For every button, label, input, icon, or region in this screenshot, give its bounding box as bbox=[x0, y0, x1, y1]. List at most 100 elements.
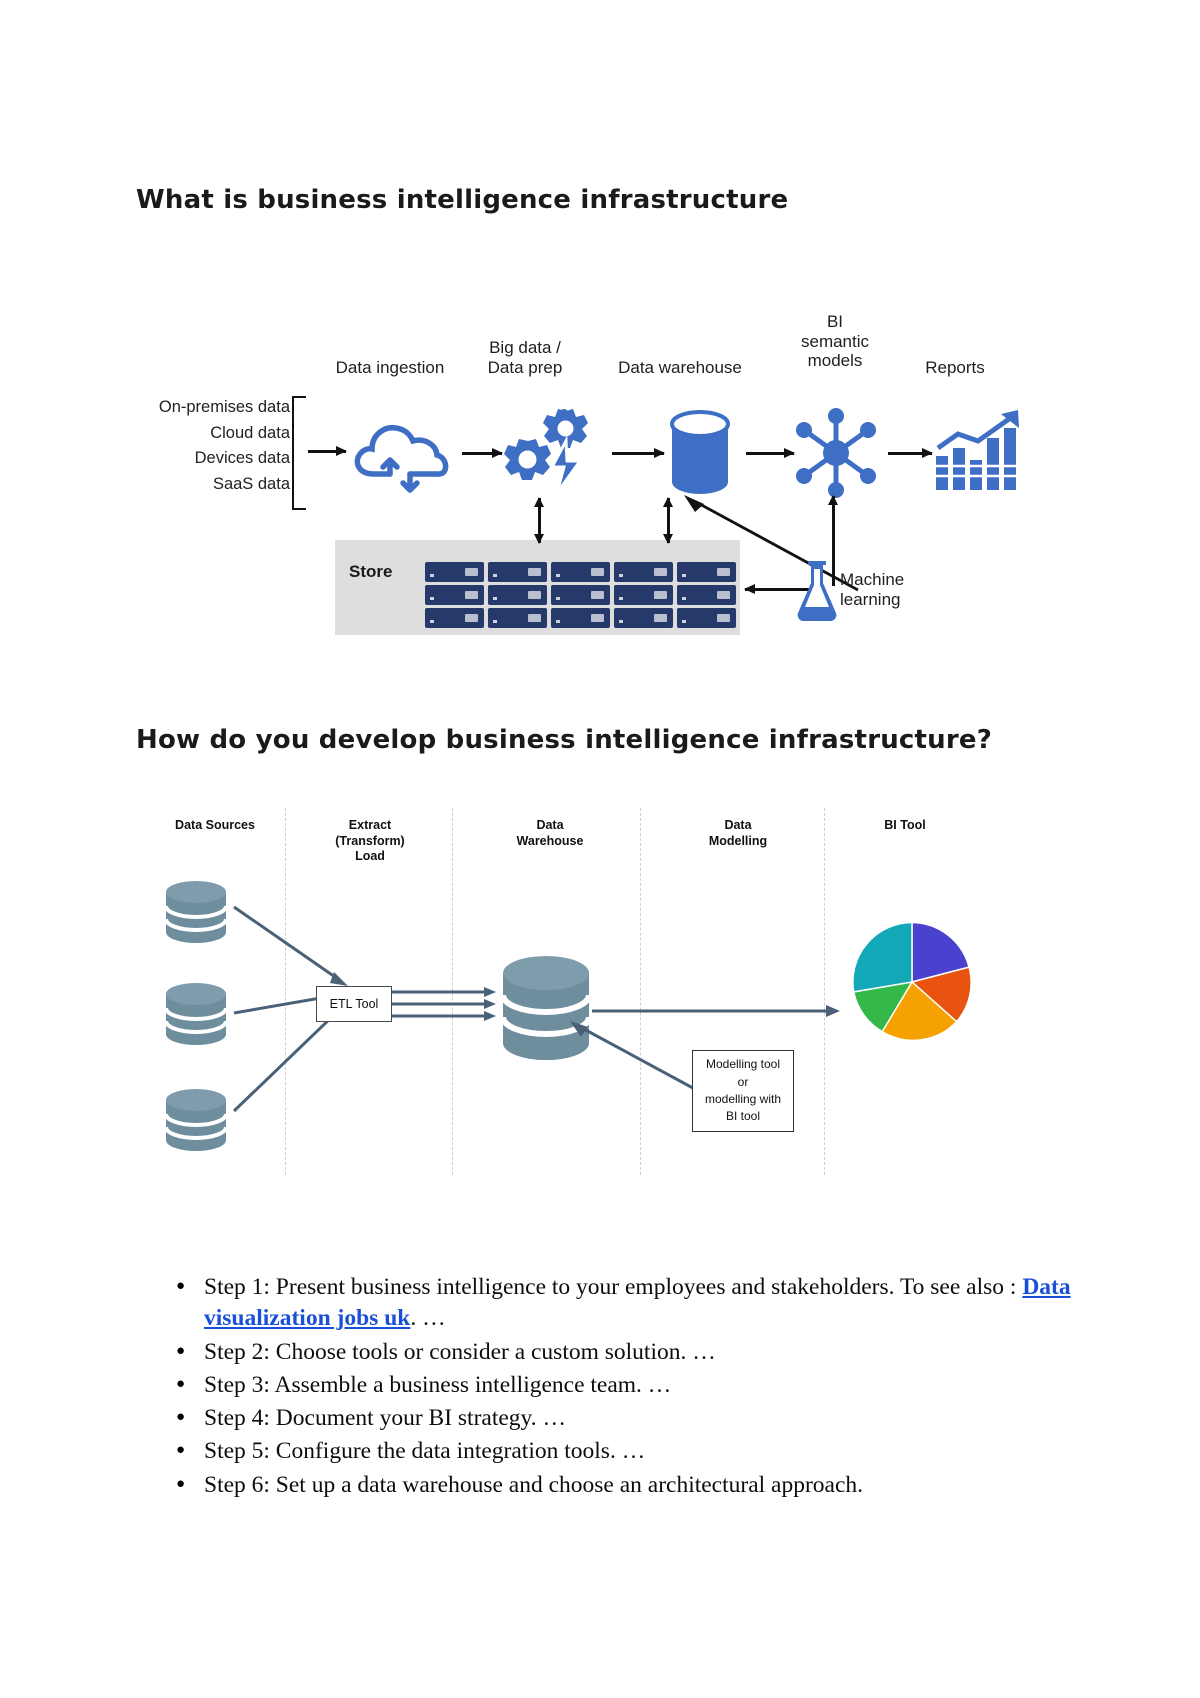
diagram2-col2-line1: Extract bbox=[348, 818, 392, 832]
gears-lightning-icon bbox=[504, 409, 588, 494]
modelling-box-line1: Modelling tool bbox=[705, 1057, 781, 1072]
list-item: Step 5: Configure the data integration t… bbox=[176, 1436, 1084, 1467]
diagram1-store-container: Store bbox=[335, 540, 740, 635]
diagram2-column-header-extract-transform-load: Extract (Transform) Load bbox=[305, 818, 435, 865]
diagram1-source-devices: Devices data bbox=[194, 449, 290, 468]
list-item: Step 4: Document your BI strategy. … bbox=[176, 1403, 1084, 1434]
diagram2-divider-1 bbox=[285, 808, 286, 1175]
diagram1-store-label: Store bbox=[349, 562, 393, 581]
modelling-box-line3: modelling with bbox=[704, 1092, 782, 1106]
steps-bullet-list: Step 1: Present business intelligence to… bbox=[170, 1272, 1084, 1503]
diagram1-source-cloud: Cloud data bbox=[210, 423, 290, 442]
diagram2-divider-3 bbox=[640, 808, 641, 1175]
data-warehouse-cylinder bbox=[500, 956, 592, 1060]
semantic-model-network-icon bbox=[796, 408, 876, 498]
diagram2-col4-line1: Data bbox=[724, 818, 752, 832]
data-visualization-jobs-uk-link[interactable]: Data visualization jobs uk bbox=[204, 1274, 1071, 1332]
server-unit bbox=[425, 585, 484, 605]
diagram2-divider-4 bbox=[824, 808, 825, 1175]
diagram1-label-big-data-line1: Big data / bbox=[489, 338, 561, 357]
diagram1-label-bi-semantic-models: BI semantic models bbox=[770, 312, 900, 371]
diagram1-source-on-premises: On-premises data bbox=[158, 398, 290, 416]
diagram1-arrow-models-to-reports bbox=[888, 448, 933, 457]
step-4-text: Step 4: Document your BI strategy. … bbox=[204, 1405, 567, 1431]
diagram2-col3-line1: Data bbox=[536, 818, 564, 832]
server-unit bbox=[425, 562, 484, 582]
diagram1-source-saas: SaaS data bbox=[212, 474, 290, 493]
server-unit bbox=[551, 608, 610, 628]
diagram2-arrows-etl-to-warehouse bbox=[392, 987, 496, 1021]
list-item: Step 3: Assemble a business intelligence… bbox=[176, 1370, 1084, 1401]
diagram-bi-development-flow: Data Sources Extract (Transform) Load Da… bbox=[140, 800, 980, 1175]
diagram1-arrow-ml-to-warehouse bbox=[684, 495, 859, 592]
diagram2-col1-line1: Data Sources bbox=[175, 818, 255, 832]
step-3-text: Step 3: Assemble a business intelligence… bbox=[204, 1371, 672, 1398]
data-source-cylinder-3 bbox=[164, 1089, 228, 1151]
step-5-text: Step 5: Configure the data integration t… bbox=[204, 1438, 646, 1465]
diagram1-arrow-ml-to-models bbox=[828, 495, 837, 586]
diagram2-col5-line1: BI Tool bbox=[884, 818, 926, 832]
server-unit bbox=[614, 608, 673, 628]
etl-tool-box[interactable]: ETL Tool bbox=[316, 986, 392, 1022]
diagram1-ml-line2: learning bbox=[840, 590, 901, 610]
diagram-bi-infrastructure-pipeline: Data ingestion Big data / Data prep Data… bbox=[140, 300, 1019, 660]
step-1-text-before: Step 1: Present business intelligence to… bbox=[204, 1274, 1023, 1300]
server-unit bbox=[614, 562, 673, 582]
server-unit bbox=[488, 562, 547, 582]
server-unit bbox=[551, 585, 610, 605]
step-2-text: Step 2: Choose tools or consider a custo… bbox=[204, 1338, 716, 1365]
diagram2-column-header-data-warehouse: Data Warehouse bbox=[480, 818, 620, 849]
diagram1-label-big-data-prep: Big data / Data prep bbox=[455, 338, 595, 377]
diagram1-arrow-warehouse-to-models bbox=[746, 448, 795, 457]
diagram2-column-header-data-modelling: Data Modelling bbox=[668, 818, 808, 849]
diagram1-label-data-ingestion: Data ingestion bbox=[335, 358, 445, 377]
diagram1-source-brace bbox=[292, 396, 306, 510]
diagram2-arrow-modelling-to-warehouse bbox=[570, 1021, 705, 1096]
cloud-upload-download-icon bbox=[354, 425, 449, 493]
list-item: Step 1: Present business intelligence to… bbox=[176, 1272, 1084, 1335]
diagram2-col2-line3: Load bbox=[355, 849, 385, 864]
modelling-tool-box[interactable]: Modelling tool or modelling with BI tool bbox=[692, 1050, 794, 1132]
diagram1-arrow-ingestion-to-prep bbox=[462, 448, 503, 457]
server-unit bbox=[488, 608, 547, 628]
diagram1-label-data-warehouse: Data warehouse bbox=[618, 358, 742, 377]
diagram1-arrow-store-warehouse bbox=[663, 497, 672, 544]
server-unit bbox=[488, 585, 547, 605]
modelling-box-line4: BI tool bbox=[725, 1109, 760, 1124]
page-title-how-to-develop-bi-infrastructure: How do you develop business intelligence… bbox=[136, 725, 993, 755]
diagram2-col4-line2: Modelling bbox=[708, 833, 768, 848]
list-item: Step 2: Choose tools or consider a custo… bbox=[176, 1337, 1084, 1368]
diagram2-col2-line2: (Transform) bbox=[335, 833, 405, 848]
server-unit bbox=[677, 585, 736, 605]
modelling-box-line2: or bbox=[737, 1074, 749, 1089]
diagram1-ml-line1: Machine bbox=[840, 570, 905, 589]
list-item: Step 6: Set up a data warehouse and choo… bbox=[176, 1470, 1084, 1501]
diagram1-arrow-store-prep bbox=[534, 497, 543, 544]
server-unit bbox=[677, 562, 736, 582]
diagram1-arrow-prep-to-warehouse bbox=[612, 448, 665, 457]
diagram1-machine-learning-label: Machine learning bbox=[840, 570, 904, 611]
diagram1-label-reports: Reports bbox=[925, 358, 985, 377]
diagram1-arrow-ml-to-store bbox=[744, 584, 825, 593]
database-cylinder-icon bbox=[670, 410, 730, 494]
server-unit bbox=[614, 585, 673, 605]
reports-bar-chart-icon bbox=[936, 410, 1019, 490]
machine-learning-flask-icon bbox=[797, 561, 837, 621]
diagram1-label-semantic-line2: semantic bbox=[800, 331, 870, 351]
bi-tool-pie-chart bbox=[852, 921, 972, 1042]
server-unit bbox=[551, 562, 610, 582]
modelling-box-text: Modelling tool or modelling with BI tool bbox=[705, 1056, 781, 1126]
diagram2-column-header-bi-tool: BI Tool bbox=[840, 818, 970, 834]
data-source-cylinder-1 bbox=[164, 881, 228, 943]
etl-tool-label: ETL Tool bbox=[329, 997, 379, 1011]
diagram1-data-source-labels: On-premises data Cloud data Devices data… bbox=[140, 395, 290, 497]
page-title-what-is-bi-infrastructure: What is business intelligence infrastruc… bbox=[136, 185, 789, 215]
diagram1-arrow-sources-to-ingestion bbox=[308, 446, 347, 455]
diagram2-column-header-data-sources: Data Sources bbox=[150, 818, 280, 834]
server-unit bbox=[677, 608, 736, 628]
diagram1-label-big-data-line2: Data prep bbox=[487, 357, 563, 377]
diagram2-arrow-warehouse-to-bi-tool bbox=[592, 1005, 840, 1017]
server-unit bbox=[425, 608, 484, 628]
diagram1-server-grid bbox=[425, 562, 736, 628]
